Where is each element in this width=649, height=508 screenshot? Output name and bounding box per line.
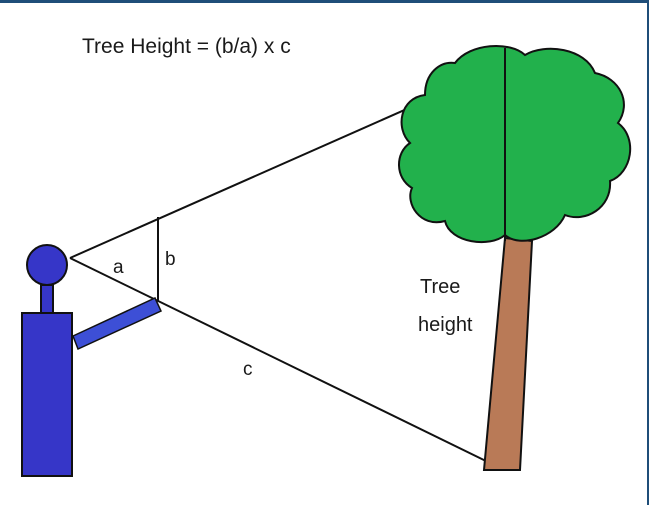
- sight-line-bottom: [69, 257, 491, 464]
- tree-trunk: [482, 236, 534, 471]
- person-neck: [40, 284, 54, 314]
- formula-title: Tree Height = (b/a) x c: [82, 35, 291, 58]
- tree-canopy: [398, 45, 632, 244]
- label-a: a: [113, 257, 124, 278]
- tree-height-label-line2: height: [418, 314, 473, 336]
- person-body: [21, 312, 73, 477]
- label-c: c: [243, 359, 253, 380]
- tree-height-label-line1: Tree: [420, 276, 460, 298]
- tree-height-diagram: Tree Height = (b/a) x c a b c Tree heigh…: [21, 35, 632, 477]
- label-b: b: [165, 249, 176, 270]
- person-head: [26, 244, 68, 286]
- person-arm: [72, 297, 162, 351]
